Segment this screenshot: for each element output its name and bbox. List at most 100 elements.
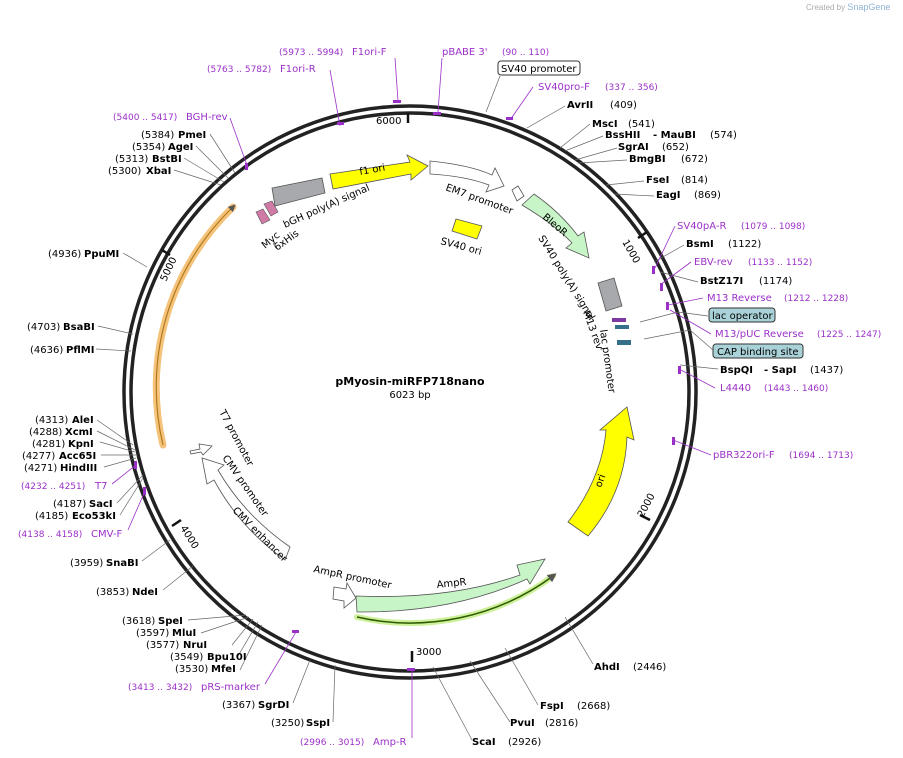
site-ndei-pos: (3853) xyxy=(96,587,129,598)
ampr-arrow xyxy=(355,558,546,613)
primer-m13-puc-name: M13/pUC Reverse xyxy=(715,329,804,340)
leader-sv40-promoter xyxy=(485,75,501,113)
site-bsshii-pos: (574) xyxy=(710,130,737,141)
tick-label-2000: 2000 xyxy=(636,492,658,520)
label-sv40-ori: SV40 ori xyxy=(439,236,483,258)
leader-ppumi xyxy=(122,252,148,268)
leader-msci xyxy=(559,123,591,149)
site-sgrdi-pos: (3367) xyxy=(222,700,255,711)
primer-l4440-name: L4440 xyxy=(720,383,751,394)
sixhis-tag-shape xyxy=(263,200,279,217)
site-bspqi-name: BspQI xyxy=(720,365,753,376)
site-bmgbi-pos: (672) xyxy=(681,154,708,165)
ori-arrow xyxy=(567,406,635,537)
primer-marker-bgh-rev xyxy=(245,163,248,170)
tick-4000 xyxy=(171,518,182,528)
credit-prefix: Created by xyxy=(806,3,846,12)
tick-label-3000: 3000 xyxy=(416,647,441,658)
site-fspi-pos: (2668) xyxy=(577,701,610,712)
leader-mfei xyxy=(239,624,263,671)
site-bsabi-pos: (4703) xyxy=(27,322,60,333)
leader-sgrai xyxy=(574,147,618,161)
primer-cmv-f-range: (4138 .. 4158) xyxy=(18,530,82,540)
primer-prs-marker-range: (3413 .. 3432) xyxy=(128,683,192,693)
primer-leader-bgh-rev xyxy=(229,117,249,169)
site-pvui-pos: (2816) xyxy=(545,718,578,729)
site-eagi-pos: (869) xyxy=(694,190,721,201)
cap-site-marker xyxy=(617,340,631,345)
site-mlui-name: MluI xyxy=(172,628,196,639)
primer-marker-amp-r xyxy=(407,668,415,671)
t7-promoter-arrow xyxy=(189,443,213,456)
site-kpni-pos: (4281) xyxy=(32,439,65,450)
leader-sspi xyxy=(332,664,336,723)
site-hindiii-pos: (4271) xyxy=(24,463,57,474)
sv40-ori-box xyxy=(451,218,483,240)
site-bstz17i-pos: (1174) xyxy=(759,276,792,287)
primer-leader-pbr322 xyxy=(672,439,712,456)
site-ahdi-name: AhdI xyxy=(594,662,620,673)
primer-marker-ebv-rev xyxy=(660,283,663,291)
primer-leader-m13-puc xyxy=(669,309,712,335)
primer-cmv-f-name: CMV-F xyxy=(91,529,122,540)
label-lac-promoter: lac promoter xyxy=(597,329,617,395)
em7-promoter-arrow xyxy=(429,160,505,193)
site-msci-pos: (541) xyxy=(628,119,655,130)
cmv-enhancer-arrow xyxy=(201,457,291,561)
site-kpni-name: KpnI xyxy=(68,439,94,450)
leader-bpu10i xyxy=(237,621,259,657)
primer-leader-l4440 xyxy=(680,369,716,389)
site-sgrai-pos: (652) xyxy=(662,142,689,153)
leader-kpni xyxy=(99,441,136,453)
site-bsshii-name: BssHII xyxy=(605,130,640,141)
site-avrii-pos: (409) xyxy=(610,100,637,111)
primer-amp-r-range: (2996 .. 3015) xyxy=(300,738,364,748)
leader-fspi xyxy=(504,647,539,706)
plasmid-name: pMyosin-miRFP718nano xyxy=(335,375,485,388)
leader-nrui xyxy=(231,618,254,646)
label-sv40-polya: SV40 poly(A) signal xyxy=(535,234,596,323)
primer-leader-sv40pro-f xyxy=(509,86,534,121)
primer-marker-pbabe3 xyxy=(433,112,441,115)
label-ampr: AmpR xyxy=(436,577,467,591)
primer-t7-name: T7 xyxy=(94,481,107,492)
leader-bmgbi xyxy=(577,159,628,164)
primer-l4440-range: (1443 .. 1460) xyxy=(764,384,828,394)
site-xcmi-pos: (4288) xyxy=(29,427,62,438)
site-mfei-name: MfeI xyxy=(211,664,236,675)
site-bstbi-name: BstBI xyxy=(152,154,182,165)
site-alei-pos: (4313) xyxy=(35,415,68,426)
primer-m13-reverse-name: M13 Reverse xyxy=(707,293,772,304)
primer-leader-f1ori-r xyxy=(329,69,341,127)
site-sgrai-name: SgrAI xyxy=(618,142,649,153)
plasmid-length: 6023 bp xyxy=(389,390,430,401)
primer-amp-r-name: Amp-R xyxy=(373,737,407,748)
label-cap-binding-site: CAP binding site xyxy=(717,347,799,358)
site-nrui-pos: (3577) xyxy=(146,640,179,651)
leader-alei xyxy=(96,419,134,446)
site-sapi-name: - SapI xyxy=(764,365,796,376)
primer-leader-ebv-rev xyxy=(659,261,692,286)
primer-marker-m13-reverse xyxy=(666,302,669,310)
site-bspqi-pos: (1437) xyxy=(810,365,843,376)
site-snabi-pos: (3959) xyxy=(70,558,103,569)
leader-bsshii xyxy=(564,135,604,152)
site-maubi-name: - MauBI xyxy=(653,130,696,141)
site-acc65i-pos: (4277) xyxy=(22,451,55,462)
leader-ahdi xyxy=(564,616,594,665)
label-sv40-promoter: SV40 promoter xyxy=(501,64,577,75)
primer-bgh-rev-range: (5400 .. 5417) xyxy=(113,113,177,123)
site-eco53ki-pos: (4185) xyxy=(35,511,68,522)
credit: Created by SnapGene xyxy=(806,2,890,12)
site-eco53ki-name: Eco53kI xyxy=(72,511,116,522)
primer-m13-reverse-range: (1212 .. 1228) xyxy=(784,294,848,304)
site-fspi-name: FspI xyxy=(540,701,564,712)
primer-f1ori-f-name: F1ori-F xyxy=(352,47,387,58)
tick-label-6000: 6000 xyxy=(376,116,401,127)
leader-cap xyxy=(643,329,714,351)
highlight-arc-bottom-line xyxy=(356,573,557,624)
primer-ebv-rev-range: (1133 .. 1152) xyxy=(748,258,812,268)
leader-agei xyxy=(195,145,229,179)
site-bsmi-name: BsmI xyxy=(686,239,714,250)
myc-tag-shape xyxy=(255,208,271,225)
